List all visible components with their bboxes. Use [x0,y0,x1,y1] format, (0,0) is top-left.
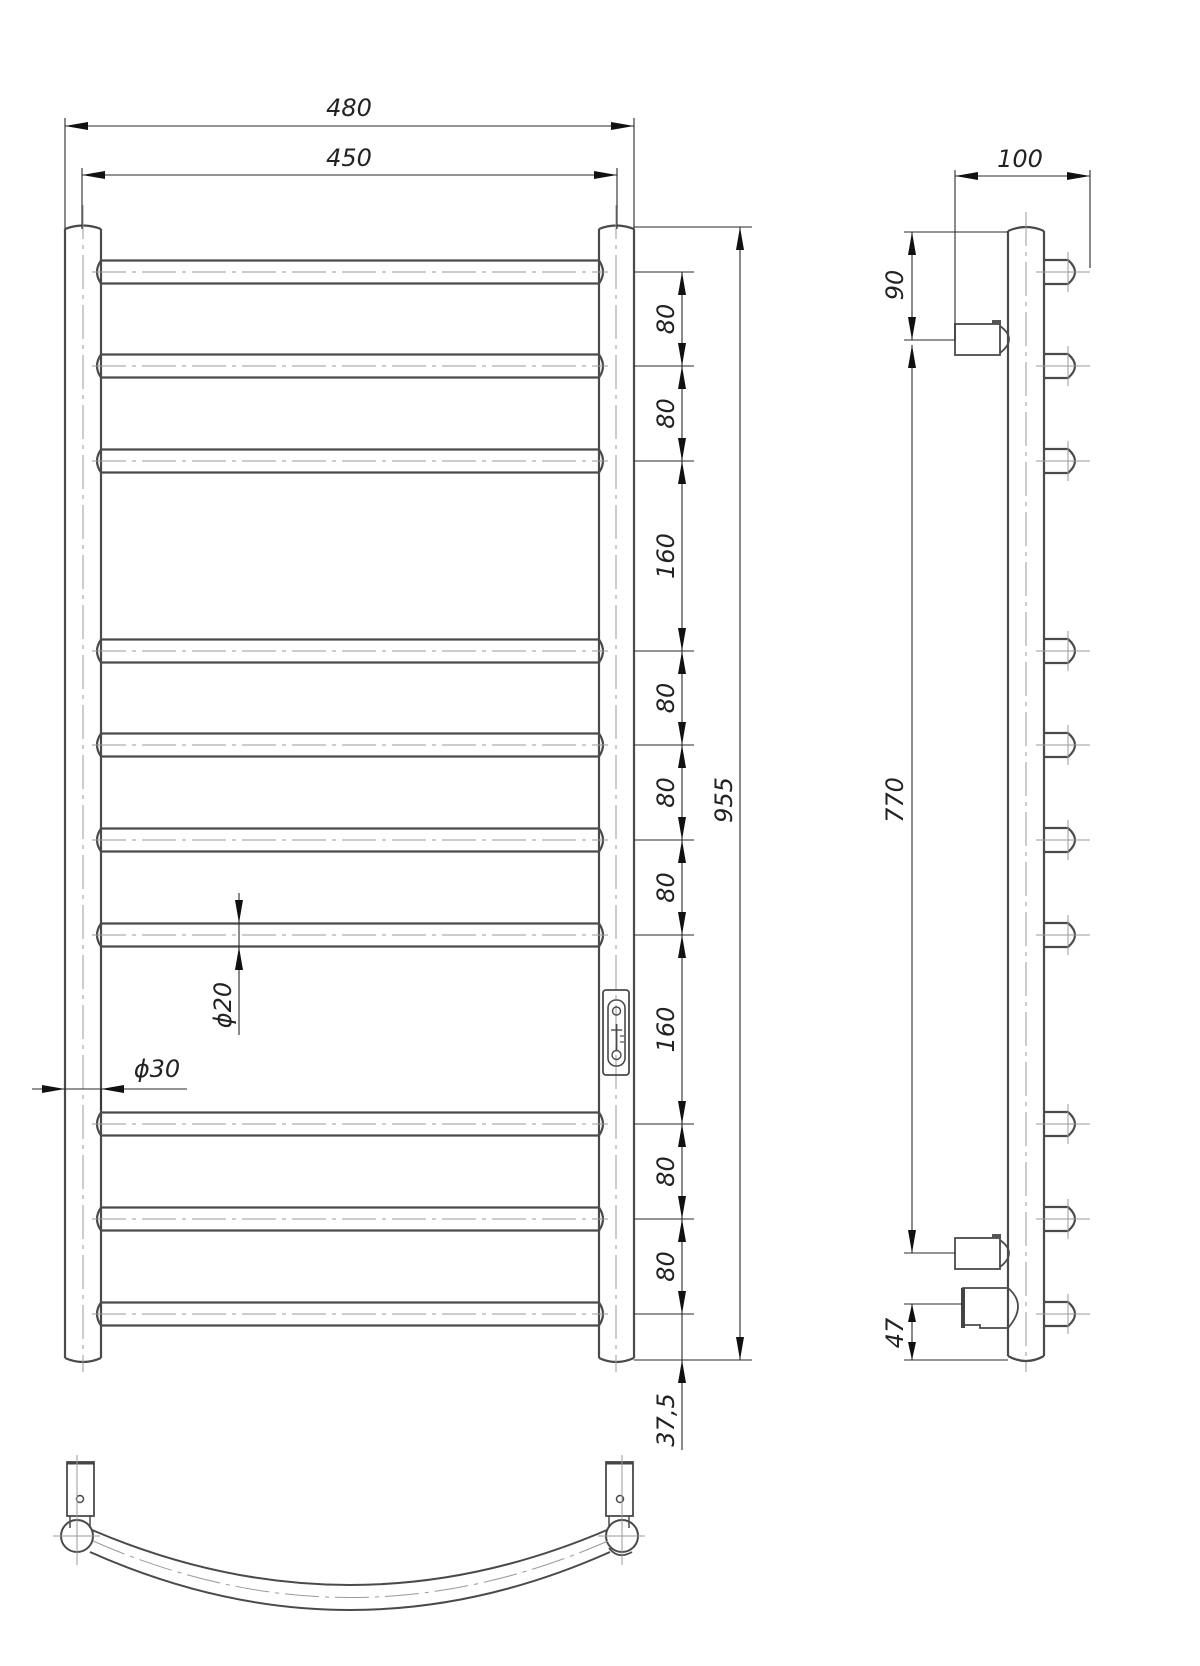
side-bar-stub [1036,915,1090,955]
horizontal-bar [92,638,608,664]
side-bar-stub [1036,1199,1090,1239]
dim-47-label: 47 [881,1317,909,1348]
side-bar-stub [1036,1104,1090,1144]
dimension-bottom-offset: 37,5 [652,1360,686,1447]
horizontal-bar [92,259,608,285]
dim-37-5-label: 37,5 [652,1393,680,1446]
side-bar-stub [1036,725,1090,765]
dim-bar-spacing-label: 160 [652,533,680,579]
bottom-wall-mount [954,1234,1010,1270]
dim-90-label: 90 [881,270,909,301]
horizontal-bar [92,1301,608,1327]
horizontal-bar [92,732,608,758]
top-wall-mount [954,320,1010,356]
side-bar-stub [1036,346,1090,386]
dim-770-label: 770 [881,777,909,823]
horizontal-bar [92,1206,608,1232]
dimension-bar-diameter: ϕ20 [209,893,243,1035]
side-view: 100 90 770 47 [881,145,1091,1372]
horizontal-bar [92,1111,608,1137]
side-bar-stubs [1036,252,1090,1334]
side-bar-stub [1036,631,1090,671]
dim-bar-spacing-label: 80 [652,1251,680,1282]
dim-bar-spacing-label: 160 [652,1007,680,1053]
dim-bar-spacing-label: 80 [652,872,680,903]
dimension-overall-width: 480 [64,94,635,229]
dimension-inner-width: 450 [81,144,618,229]
left-bracket [53,1455,100,1565]
dim-phi20-label: ϕ20 [209,982,237,1028]
dim-100-label: 100 [997,145,1043,173]
curved-bar [89,1529,611,1611]
dim-bar-spacing-label: 80 [652,777,680,808]
dimension-mount-spacing: 770 [881,345,955,1254]
side-rail [1006,212,1046,1372]
dimension-overall-height: 955 [634,226,752,1361]
dimension-bar-spacing: 80 80 160 80 80 80 160 80 80 [652,272,686,1450]
horizontal-bar [92,353,608,379]
dimension-bottom-connection: 47 [881,1303,1008,1361]
horizontal-bars [92,259,608,1327]
thermostat-controller [602,989,630,1076]
dim-955-label: 955 [710,777,738,823]
side-bar-stub [1036,1294,1090,1334]
top-view [53,1455,645,1611]
dim-bar-spacing-label: 80 [652,683,680,714]
left-rail [63,205,103,1372]
horizontal-bar [92,448,608,474]
side-bar-stub [1036,252,1090,292]
horizontal-bar [92,922,608,948]
side-bar-stub [1036,820,1090,860]
bottom-connection [961,1287,1019,1329]
dim-480-label: 480 [326,94,372,122]
right-bracket [598,1455,645,1565]
dim-450-label: 450 [326,144,372,172]
dim-bar-spacing-label: 80 [652,1156,680,1187]
dim-bar-spacing-label: 80 [652,398,680,429]
horizontal-bar [92,827,608,853]
side-bar-stub [1036,441,1090,481]
dimension-extensions [634,271,694,1315]
dim-phi30-label: ϕ30 [134,1055,180,1083]
dimension-depth: 100 [954,145,1091,340]
right-rail [597,205,636,1372]
dim-bar-spacing-label: 80 [652,304,680,335]
dimension-rail-diameter: ϕ30 [32,1055,187,1110]
dimension-top-to-mount: 90 [881,231,1008,341]
